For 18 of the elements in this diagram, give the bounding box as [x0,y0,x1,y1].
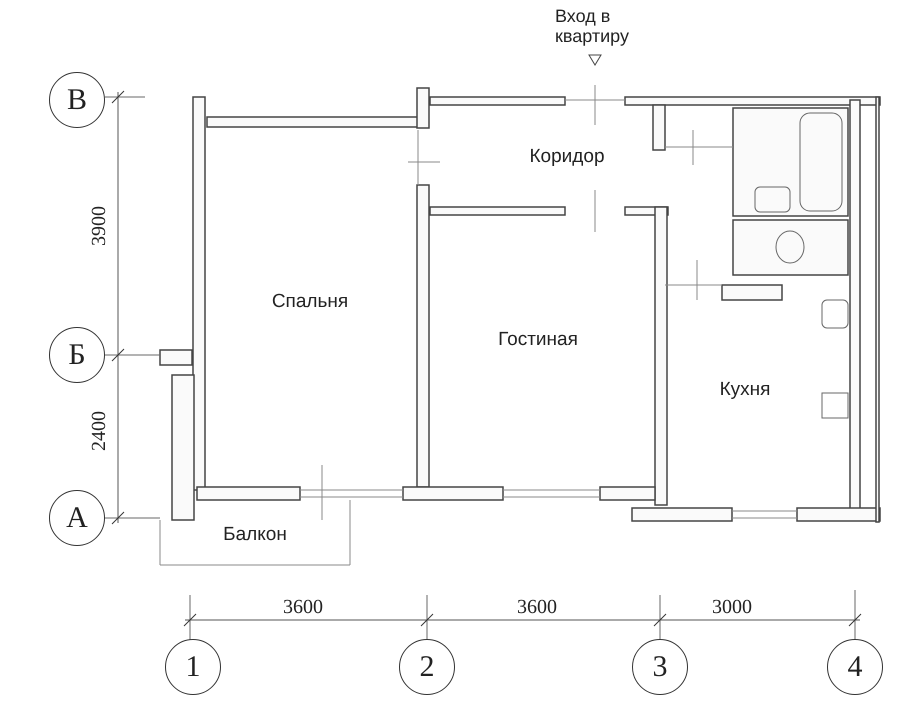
grid-axis-marker: Б [49,327,105,383]
room-label: Балкон [223,524,287,546]
dimension-text: 3600 [283,596,323,619]
grid-axis-marker: 2 [399,639,455,695]
room-label: Кухня [720,379,770,401]
dimension-text: 2400 [88,411,111,451]
room-label: Гостиная [498,329,578,351]
grid-axis-marker: 1 [165,639,221,695]
grid-axis-marker: 3 [632,639,688,695]
dimension-text: 3600 [517,596,557,619]
entrance-label: Вход в квартиру [555,6,630,46]
room-label: Коридор [529,146,605,168]
grid-axis-marker: 4 [827,639,883,695]
room-label: Спальня [272,291,348,313]
grid-axis-marker: А [49,490,105,546]
grid-axis-marker: В [49,72,105,128]
dimension-text: 3000 [712,596,752,619]
dimension-text: 3900 [88,206,111,246]
